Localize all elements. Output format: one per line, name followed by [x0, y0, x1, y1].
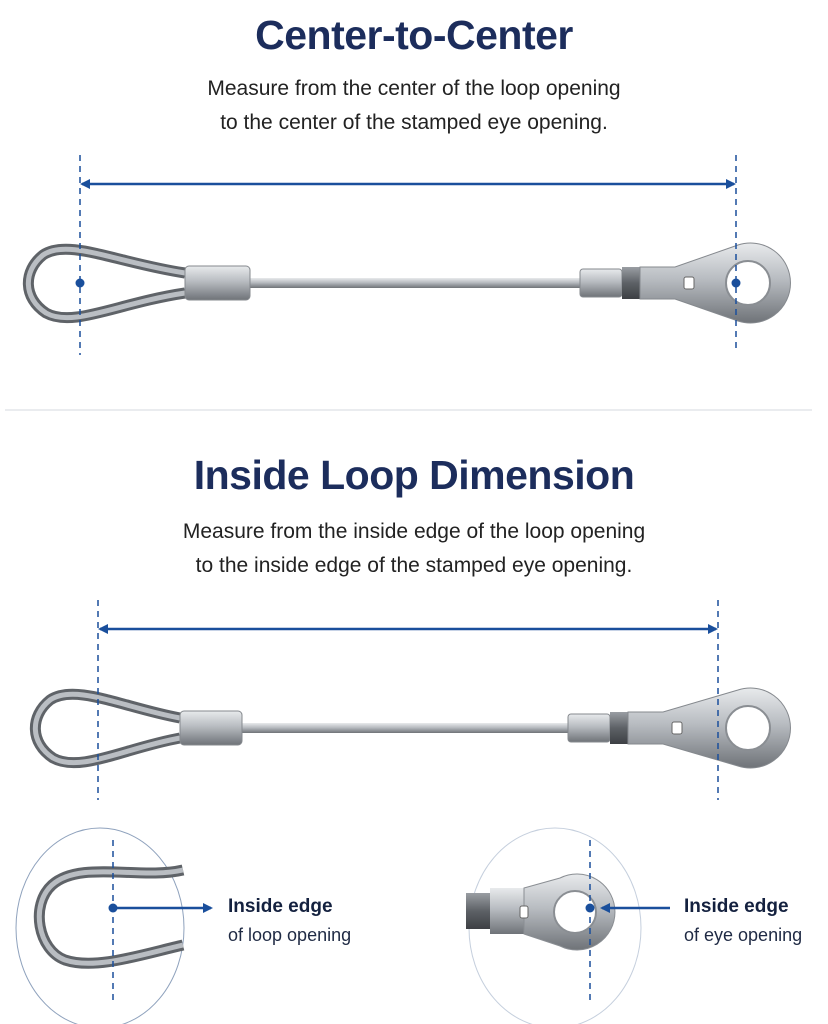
loop-center-dot [75, 278, 85, 288]
eye-slot [683, 276, 695, 290]
callout-loop-detail: of loop opening [228, 925, 352, 945]
wire-loop-highlight [32, 691, 181, 766]
callout-loop-heading: Inside edge [228, 896, 333, 917]
callout-loop: Inside edge of loop opening [228, 893, 351, 949]
section1-subtitle-line2: to the center of the stamped eye opening… [220, 111, 608, 134]
wire-rope [250, 278, 580, 288]
callout-eye: Inside edge of eye opening [684, 893, 802, 949]
ferrule-collar [610, 712, 628, 744]
cable-assembly-inside [29, 687, 791, 769]
section2-subtitle-line2: to the inside edge of the stamped eye op… [195, 554, 633, 577]
wire-loop [22, 243, 186, 324]
detail-circle-loop [15, 827, 185, 1024]
wire-loop [29, 688, 181, 769]
section2-title: Inside Loop Dimension [193, 452, 635, 498]
callout-eye-detail: of eye opening [684, 925, 803, 945]
eye-slot [671, 721, 683, 735]
swage-ferrule [567, 713, 611, 743]
eye-center-dot [731, 278, 741, 288]
callout-eye-heading: Inside edge [684, 896, 789, 917]
wire-loop-highlight [25, 246, 186, 321]
section1-title: Center-to-Center [255, 12, 573, 58]
loop-detail-dot [108, 903, 118, 913]
section2-subtitle-line1: Measure from the inside edge of the loop… [182, 520, 646, 543]
eye-detail-illustration [466, 873, 616, 951]
crimp-sleeve [179, 710, 243, 746]
cable-assembly-center [22, 242, 791, 324]
eye-detail-dot [585, 903, 595, 913]
wire-rope [242, 723, 568, 733]
swage-ferrule [579, 268, 623, 298]
section1-subtitle-line1: Measure from the center of the loop open… [207, 77, 621, 100]
ferrule-collar [622, 267, 640, 299]
eye-opening [725, 260, 771, 306]
loop-detail-illustration [33, 864, 185, 969]
eye-opening [725, 705, 771, 751]
crimp-sleeve [184, 265, 251, 301]
